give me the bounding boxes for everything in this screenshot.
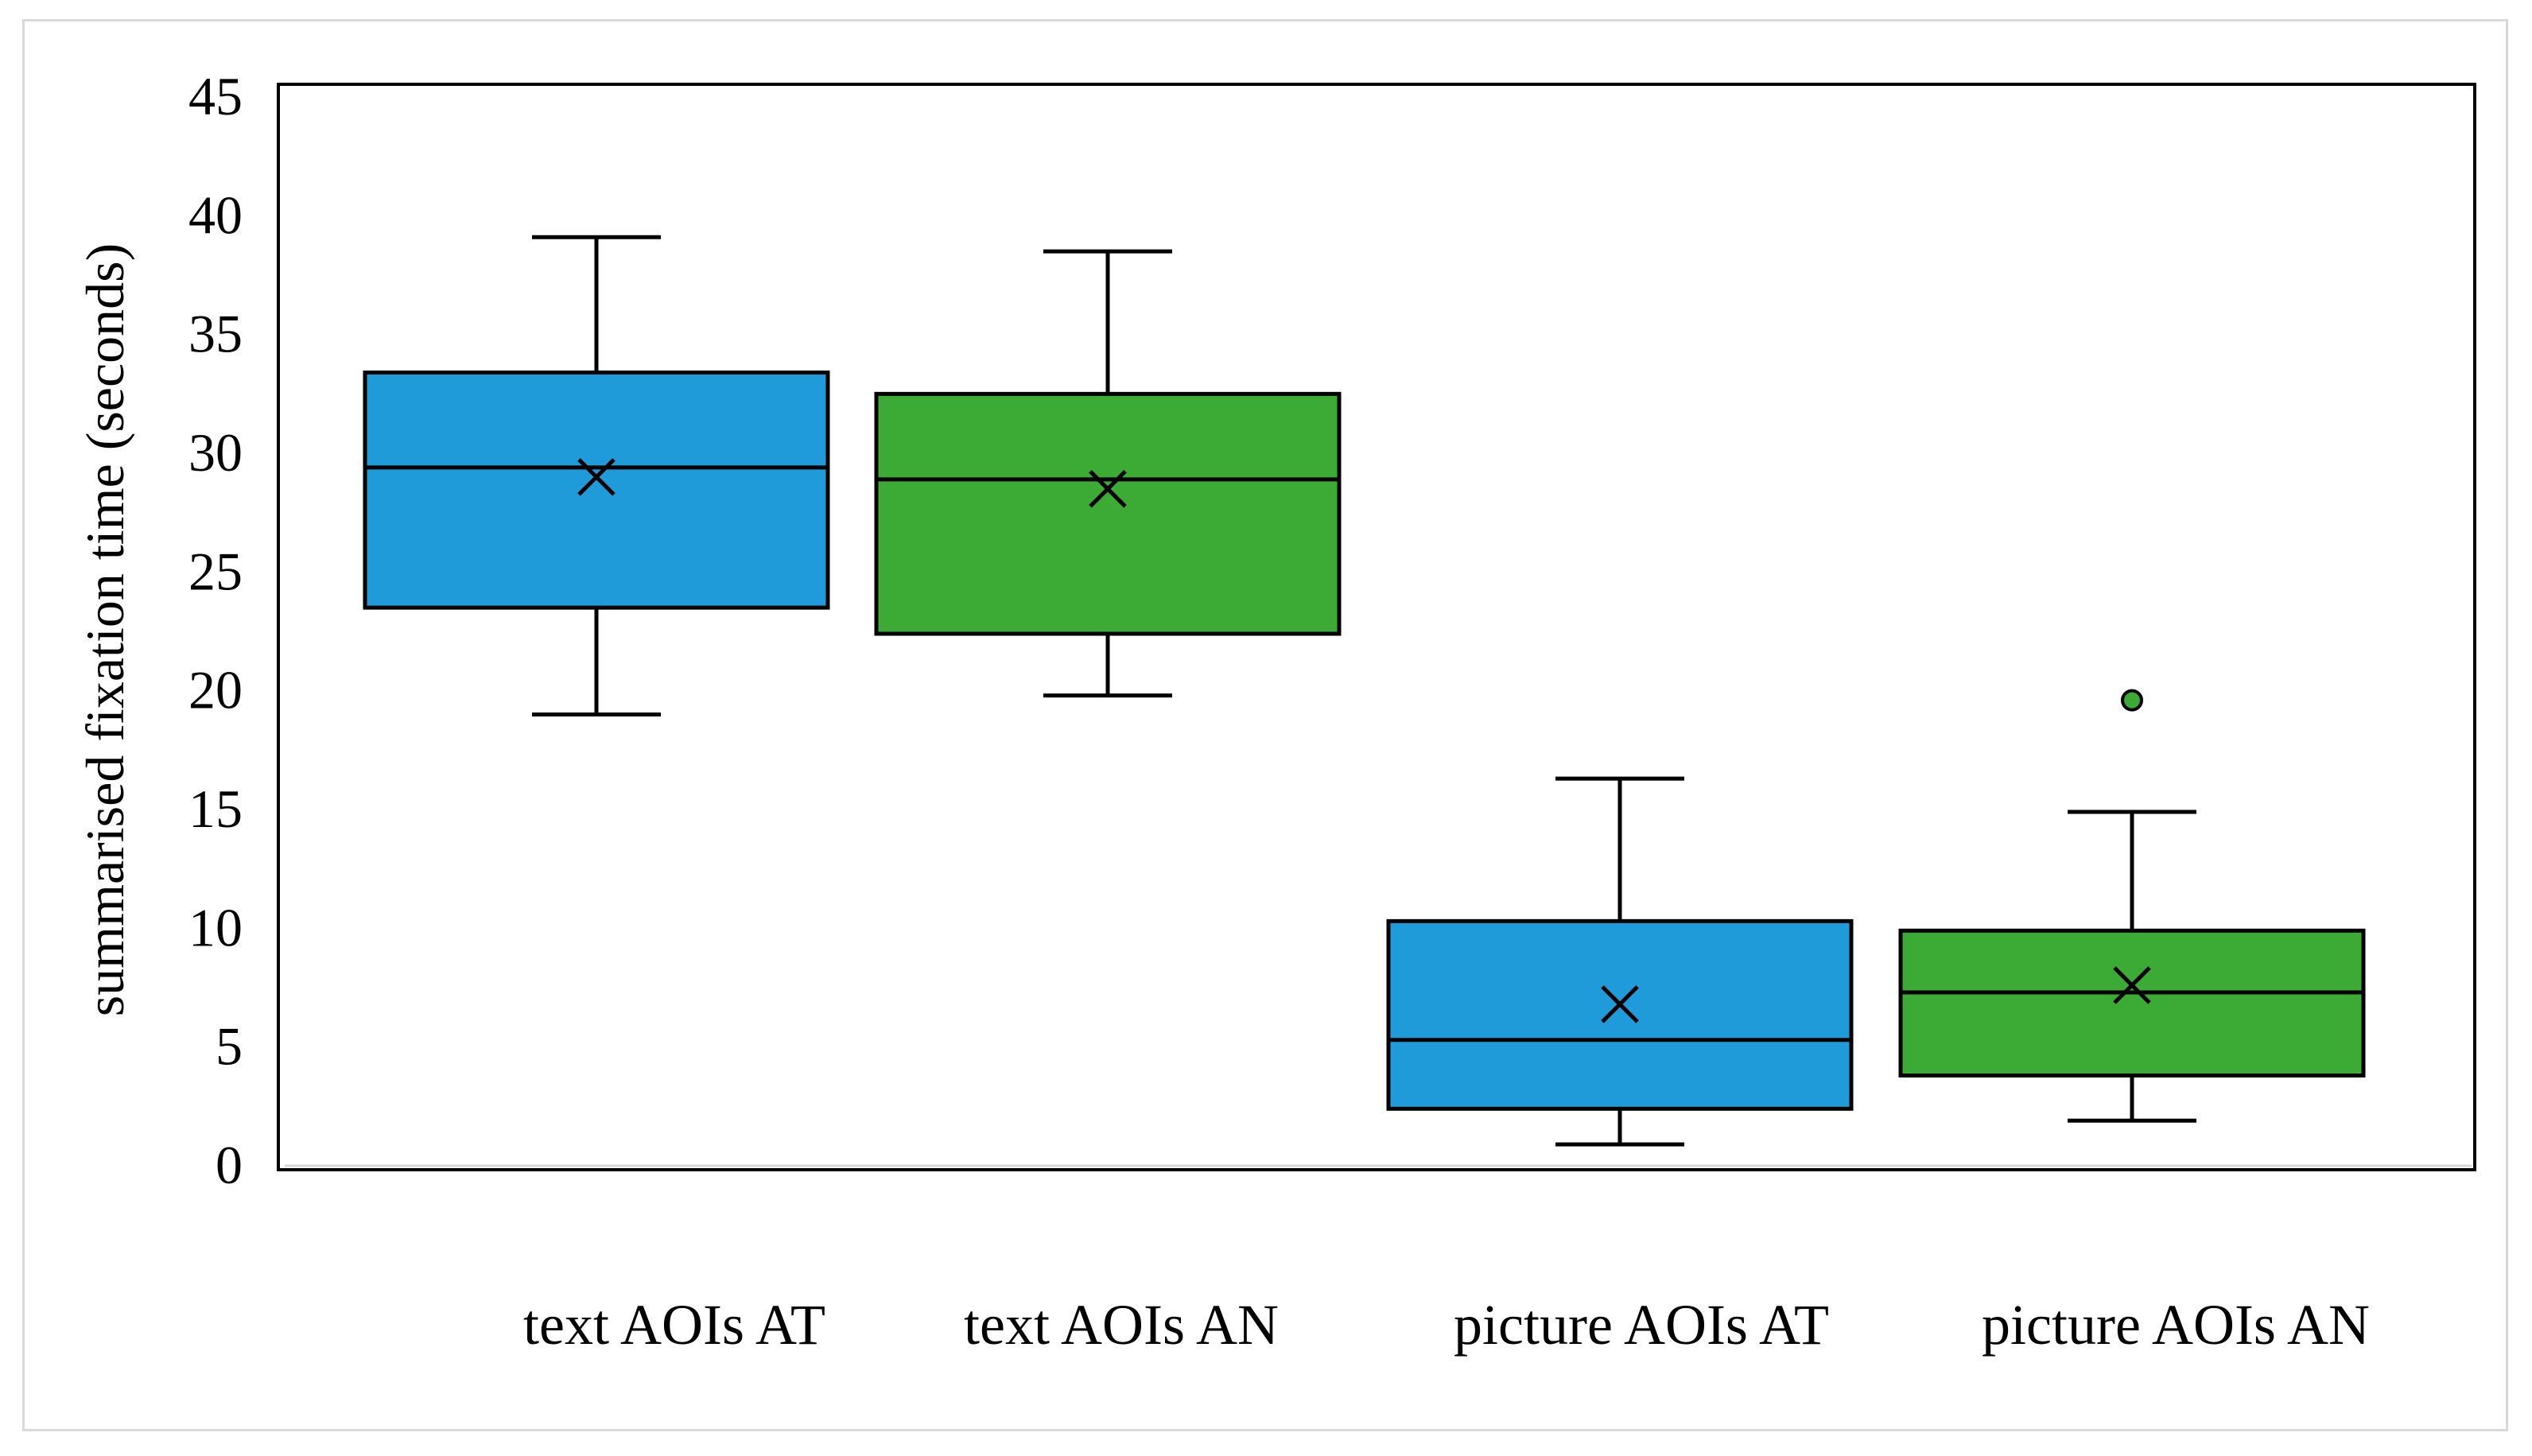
box-group xyxy=(1386,776,1854,1147)
box-group xyxy=(874,249,1342,698)
y-tick-label: 5 xyxy=(216,1016,243,1077)
y-tick-label: 45 xyxy=(188,66,243,126)
plot-area-frame xyxy=(277,83,2476,1171)
y-tick-label: 30 xyxy=(188,422,243,483)
y-tick-label: 15 xyxy=(188,778,243,839)
outlier-point xyxy=(2121,689,2143,712)
category-label: picture AOIs AN xyxy=(1982,1293,2370,1357)
mean-marker xyxy=(2113,966,2151,1004)
category-label: picture AOIs AT xyxy=(1454,1293,1829,1357)
y-axis-title: summarised fixation time (seconds) xyxy=(75,243,135,1017)
category-label: text AOIs AT xyxy=(523,1293,825,1357)
y-tick-label: 35 xyxy=(188,304,243,364)
mean-marker xyxy=(577,458,616,496)
box-group xyxy=(1898,689,2366,1123)
iqr-box xyxy=(874,391,1342,636)
iqr-box xyxy=(363,370,830,610)
y-tick-label: 0 xyxy=(216,1135,243,1195)
box-group xyxy=(363,235,830,717)
iqr-box xyxy=(1898,928,2366,1078)
iqr-box xyxy=(1386,918,1854,1111)
y-tick-label: 40 xyxy=(188,184,243,245)
y-tick-label: 20 xyxy=(188,660,243,720)
mean-marker xyxy=(1601,985,1639,1023)
mean-marker xyxy=(1089,470,1127,508)
y-tick-label: 25 xyxy=(188,541,243,601)
y-tick-label: 10 xyxy=(188,897,243,957)
category-label: text AOIs AN xyxy=(964,1293,1279,1357)
figure-frame xyxy=(22,19,2508,1431)
